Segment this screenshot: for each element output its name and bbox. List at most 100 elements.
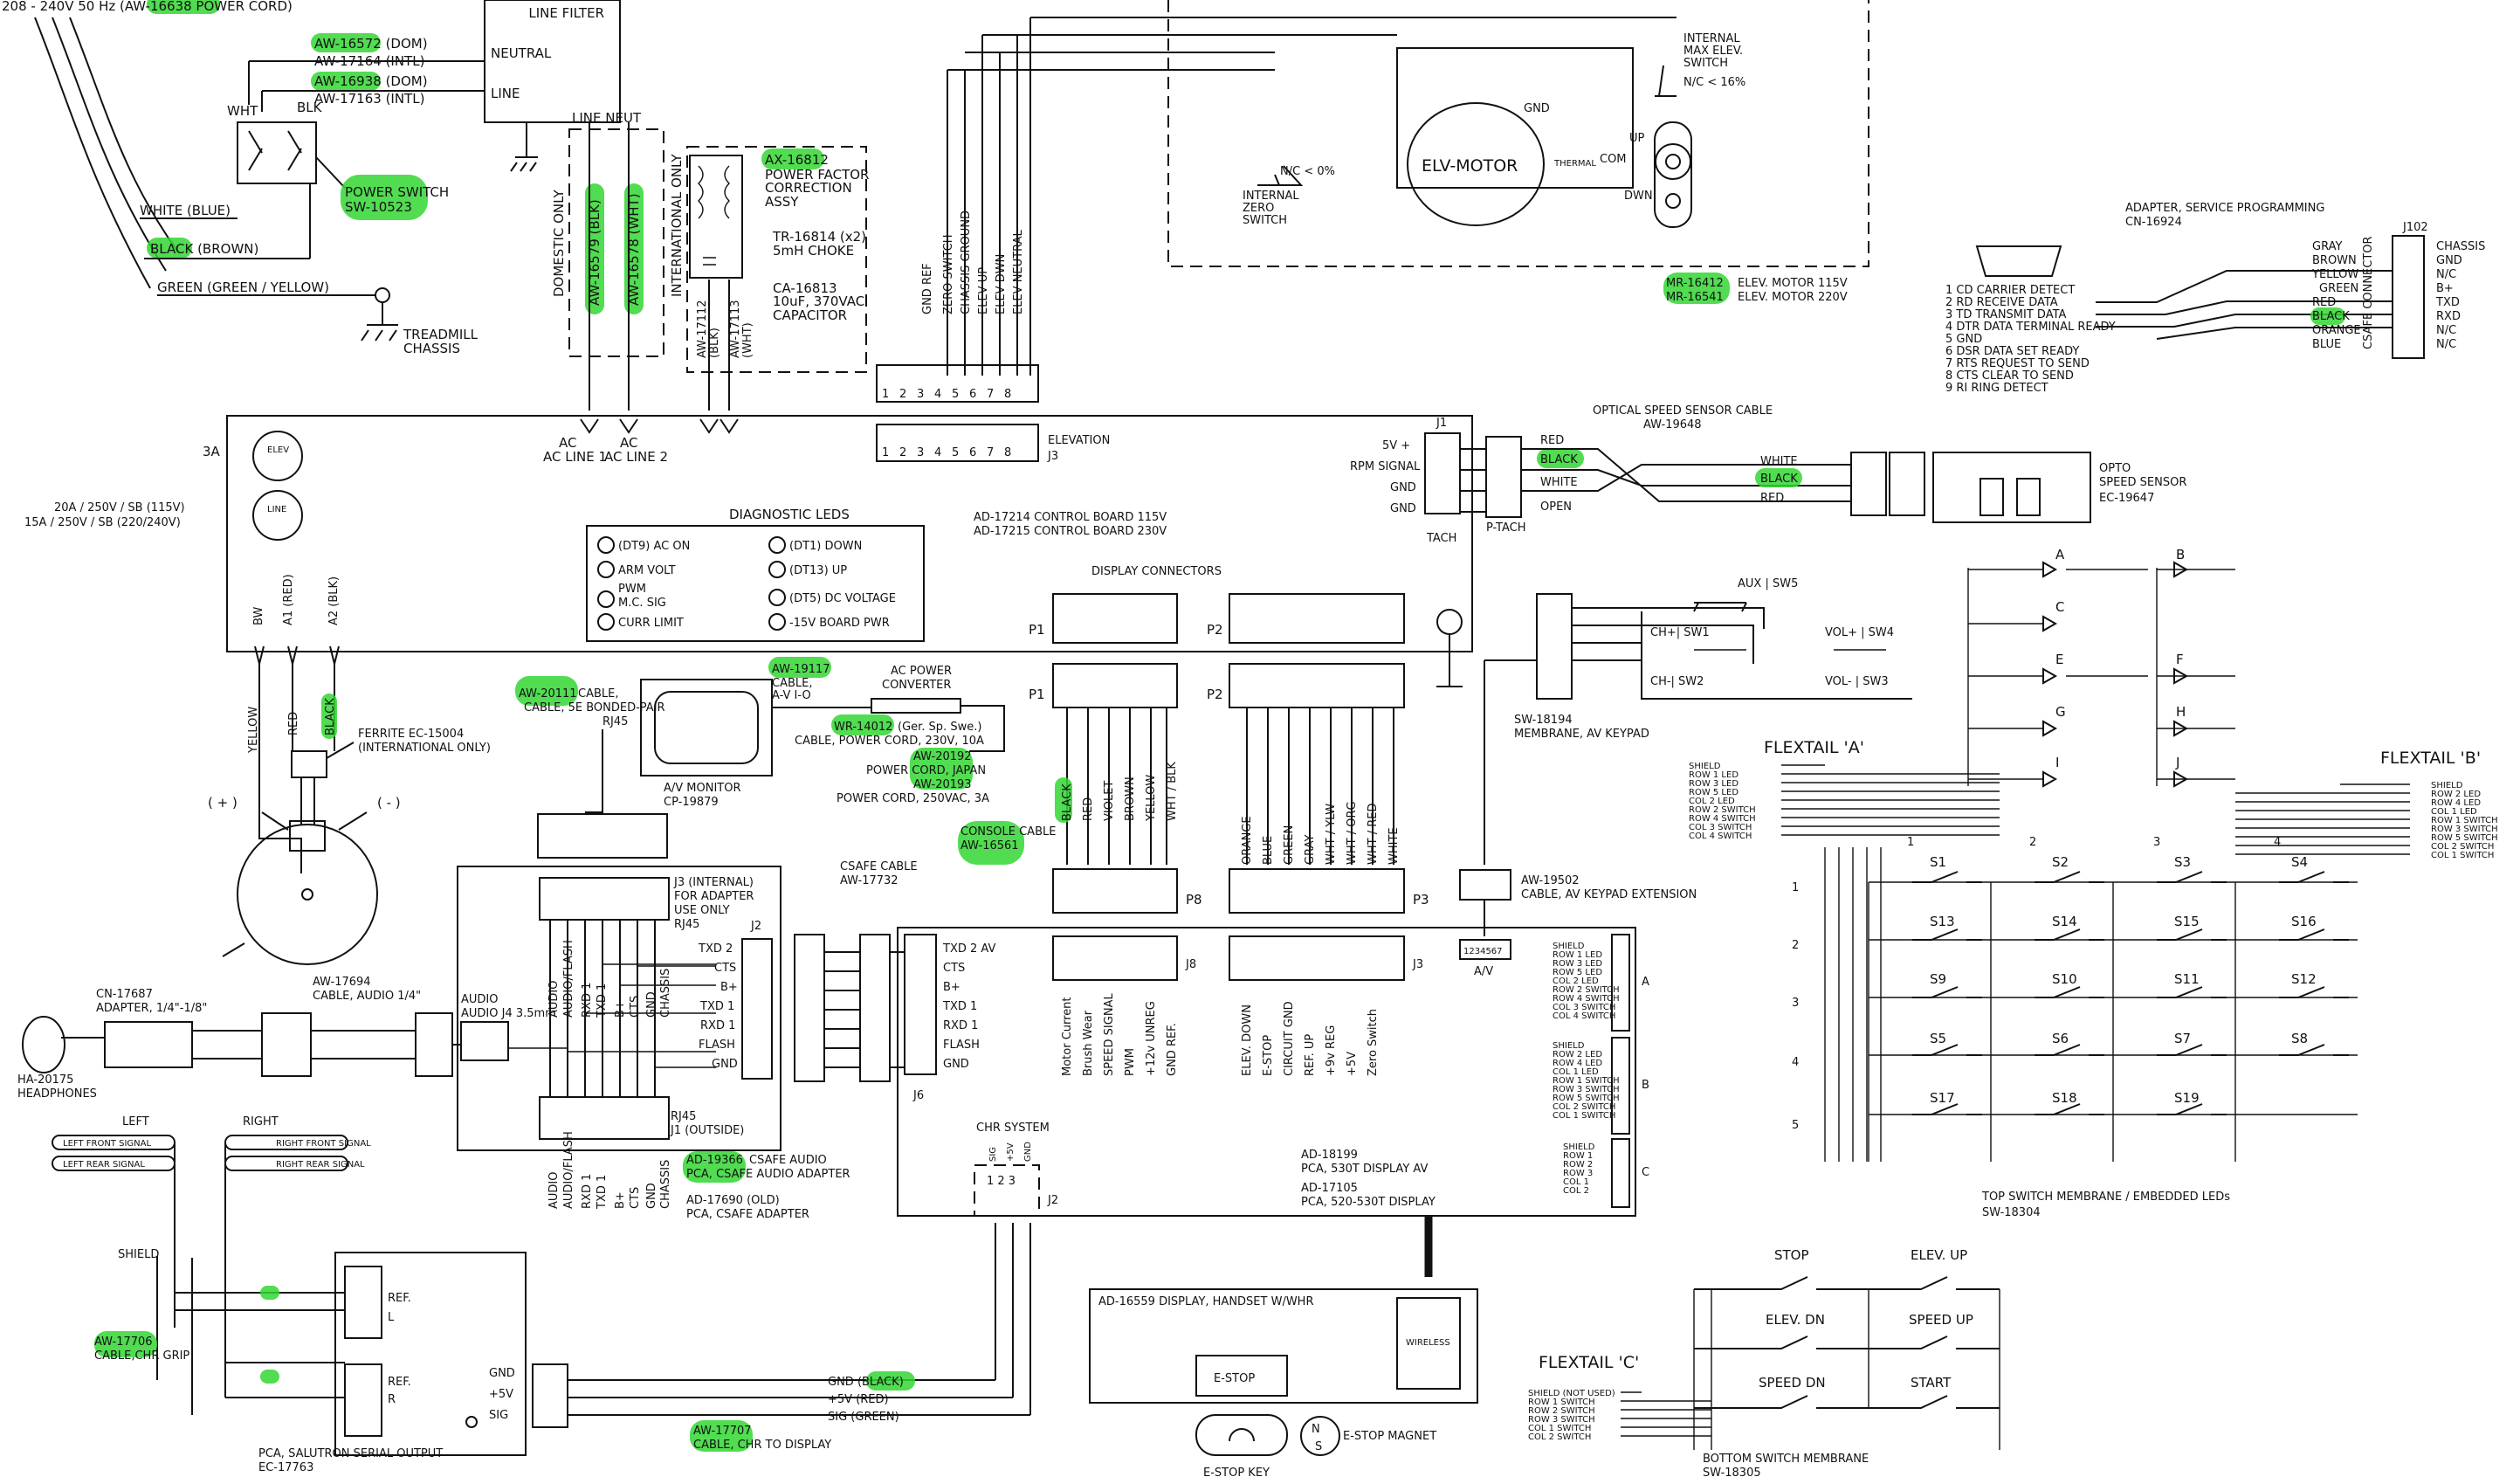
svg-text:J: J [2175,755,2179,770]
j1-connector [1424,432,1461,514]
svg-text:3A: 3A [203,444,221,459]
svg-text:PCA, 520-530T DISPLAY: PCA, 520-530T DISPLAY [1301,1196,1436,1209]
display-pca-outline [897,927,1636,1217]
svg-text:E: E [2055,652,2063,667]
svg-text:B+: B+ [943,981,960,994]
svg-text:3: 3 [917,446,924,459]
svg-text:TXD 2 AV: TXD 2 AV [942,942,995,956]
svg-text:G: G [2055,704,2066,720]
salutron-pca [334,1252,527,1456]
svg-text:M.C. SIG: M.C. SIG [618,597,666,610]
svg-text:GND REF.: GND REF. [1166,1023,1179,1076]
svg-text:BLACK: BLACK [324,698,337,735]
svg-text:RIGHT FRONT SIGNAL: RIGHT FRONT SIGNAL [276,1139,371,1149]
pfc-choke [689,155,743,279]
conn-b [1611,1037,1630,1135]
estop-key [1195,1414,1288,1456]
svg-text:SIG (GREEN): SIG (GREEN) [828,1411,899,1424]
svg-text:COL 2 SWITCH: COL 2 SWITCH [1553,1102,1615,1112]
svg-text:A: A [1642,976,1649,989]
svg-text:AD-17215 CONTROL BOARD 230V: AD-17215 CONTROL BOARD 230V [974,525,1167,538]
svg-text:S13: S13 [1930,914,1955,929]
svg-text:CP-19879: CP-19879 [664,796,719,809]
audio-cable-plug-1 [261,1012,312,1077]
led-list-right: (DT1) DOWN (DT13) UP (DT5) DC VOLTAGE -1… [768,536,896,631]
svg-text:DWN: DWN [1624,190,1653,203]
conn-c-labels: SHIELD ROW 1 ROW 2 ROW 3 COL 1 COL 2 [1563,1142,1595,1196]
aw16579-label: AW-16579 (BLK) [587,199,602,306]
svg-text:N/C < 16%: N/C < 16% [1683,76,1745,89]
svg-text:B: B [2176,547,2185,563]
csafe-cable-right [859,934,891,1082]
svg-text:4: 4 [2274,836,2281,849]
svg-text:E-STOP KEY: E-STOP KEY [1203,1467,1270,1477]
svg-text:COM: COM [1600,153,1627,166]
domestic-box [568,128,664,357]
svg-text:8: 8 [1004,388,1011,401]
svg-text:ROW 3 LED: ROW 3 LED [1553,959,1602,969]
svg-text:AD-17690 (OLD): AD-17690 (OLD) [686,1194,780,1207]
svg-text:SWITCH: SWITCH [1683,57,1728,70]
svg-text:FLEXTAIL 'C': FLEXTAIL 'C' [1539,1353,1639,1372]
svg-text:1: 1 [882,388,889,401]
av-connector [1459,939,1511,960]
svg-text:WIRELESS: WIRELESS [1406,1338,1450,1348]
svg-text:ROW 3: ROW 3 [1563,1169,1593,1178]
ref-l-connector [344,1266,382,1339]
opto-connector-b [1889,452,1925,516]
cord-label-1: AW-16572 (DOM) [314,36,428,52]
svg-text:Zero Switch: Zero Switch [1367,1009,1380,1076]
svg-text:CN-16924: CN-16924 [2125,216,2182,229]
audio-adapter: J3 (INTERNAL) FOR ADAPTER USE ONLY RJ45 … [17,860,918,1221]
supply-leads: DOMESTIC ONLY AW-16579 (BLK) AW-16578 (W… [543,122,869,465]
svg-text:RED: RED [2312,296,2336,309]
svg-text:AW-19648: AW-19648 [1643,418,1702,431]
svg-text:N/C: N/C [2436,324,2456,337]
svg-text:SW-18305: SW-18305 [1703,1467,1761,1477]
p3-connector [1229,868,1405,914]
handset: AD-16559 DISPLAY, HANDSET W/WHR E-STOP W… [1089,1288,1478,1477]
svg-text:VOL- | SW3: VOL- | SW3 [1825,675,1889,688]
svg-text:Motor Current: Motor Current [1061,997,1074,1076]
svg-text:REF.: REF. [388,1292,411,1305]
headphones-icon [22,1016,65,1073]
svg-text:CABLE, AUDIO 1/4": CABLE, AUDIO 1/4" [313,990,421,1003]
svg-text:AD-17105: AD-17105 [1301,1182,1358,1195]
svg-text:REF.: REF. [388,1376,411,1389]
svg-text:ROW 1: ROW 1 [1563,1151,1593,1161]
svg-text:+5V: +5V [1006,1142,1016,1162]
bottom-membrane: FLEXTAIL 'C' SHIELD (NOT USED) ROW 1 SWI… [1528,1247,2000,1477]
svg-text:( + ): ( + ) [208,795,238,811]
svg-text:USE ONLY: USE ONLY [674,904,730,917]
svg-text:SW-18304: SW-18304 [1982,1206,2041,1219]
svg-text:S3: S3 [2174,854,2191,870]
svg-text:CTS: CTS [714,962,736,975]
svg-text:S6: S6 [2052,1031,2069,1046]
adapter-colors: GRAY BROWN YELLOW GREEN RED BLACK ORANGE… [2310,240,2361,351]
svg-text:ADAPTER, SERVICE PROGRAMMING: ADAPTER, SERVICE PROGRAMMING [2125,202,2324,215]
svg-text:ROW 1 LED: ROW 1 LED [1553,950,1602,960]
svg-text:ROW 5 SWITCH: ROW 5 SWITCH [2431,833,2498,843]
svg-text:DISPLAY CONNECTORS: DISPLAY CONNECTORS [1091,565,1222,578]
svg-text:MAX ELEV.: MAX ELEV. [1683,45,1743,58]
svg-text:WHT / YLW: WHT / YLW [1325,804,1338,865]
svg-text:ROW 3 SWITCH: ROW 3 SWITCH [1553,1085,1620,1094]
svg-text:ROW 2 LED: ROW 2 LED [1553,1050,1602,1059]
csafe-cable-left [794,934,825,1082]
black-brown-label: BLACK (BROWN) [150,241,258,257]
svg-text:CHASSIS: CHASSIS [403,341,460,356]
svg-text:1234567: 1234567 [1463,947,1503,956]
svg-text:PWM: PWM [1124,1048,1137,1076]
svg-text:GND: GND [943,1058,969,1071]
svg-text:WHITE: WHITE [1387,827,1401,865]
filter-ground [510,122,538,172]
svg-text:3: 3 [917,388,924,401]
svg-text:AW-20192: AW-20192 [913,750,972,763]
svg-text:AC LINE 2: AC LINE 2 [604,449,668,465]
svg-text:BLUE: BLUE [2312,338,2341,351]
svg-text:F: F [2176,652,2184,667]
svg-text:P1: P1 [1029,622,1045,638]
svg-text:-15V BOARD PWR: -15V BOARD PWR [789,617,890,630]
svg-text:POWER CORD, JAPAN: POWER CORD, JAPAN [866,764,986,777]
